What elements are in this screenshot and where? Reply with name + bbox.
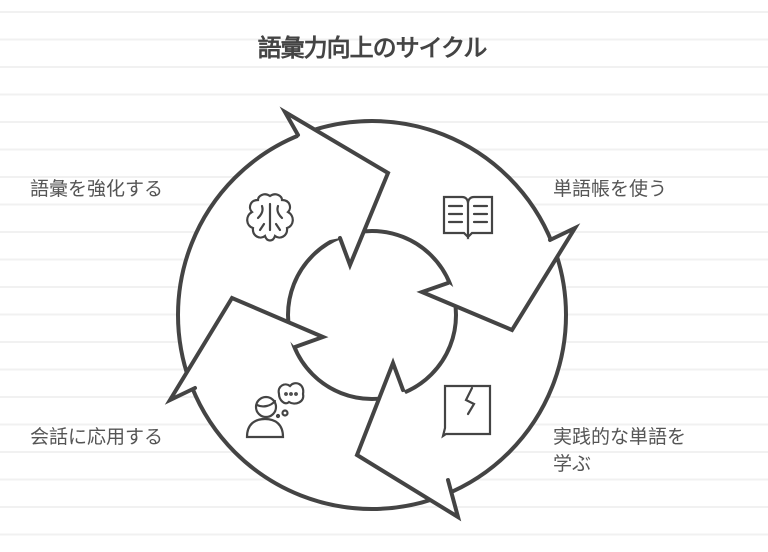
step-label-apply-in-conversation: 会話に応用する (30, 426, 164, 448)
arrow-left (164, 295, 329, 405)
arrow-bottom (354, 357, 462, 522)
step-label-reinforce-vocabulary: 語彙を強化する (30, 178, 164, 200)
person-thinking-icon (245, 382, 305, 439)
book-icon (442, 195, 494, 240)
step-label-use-wordbook: 単語帳を使う (553, 178, 668, 200)
arrow-top (279, 106, 391, 271)
arrow-right (416, 223, 581, 333)
step-label-line: 学ぶ (553, 453, 592, 475)
speech-bubble-icon (441, 384, 492, 439)
step-label-line: 実践的な単語を (553, 426, 687, 448)
step-label-learn-practical-words: 実践的な単語を 学ぶ (553, 424, 686, 478)
brain-icon (246, 193, 294, 242)
inner-ring (286, 229, 458, 401)
diagram-title: 語彙力向上のサイクル (257, 34, 488, 62)
